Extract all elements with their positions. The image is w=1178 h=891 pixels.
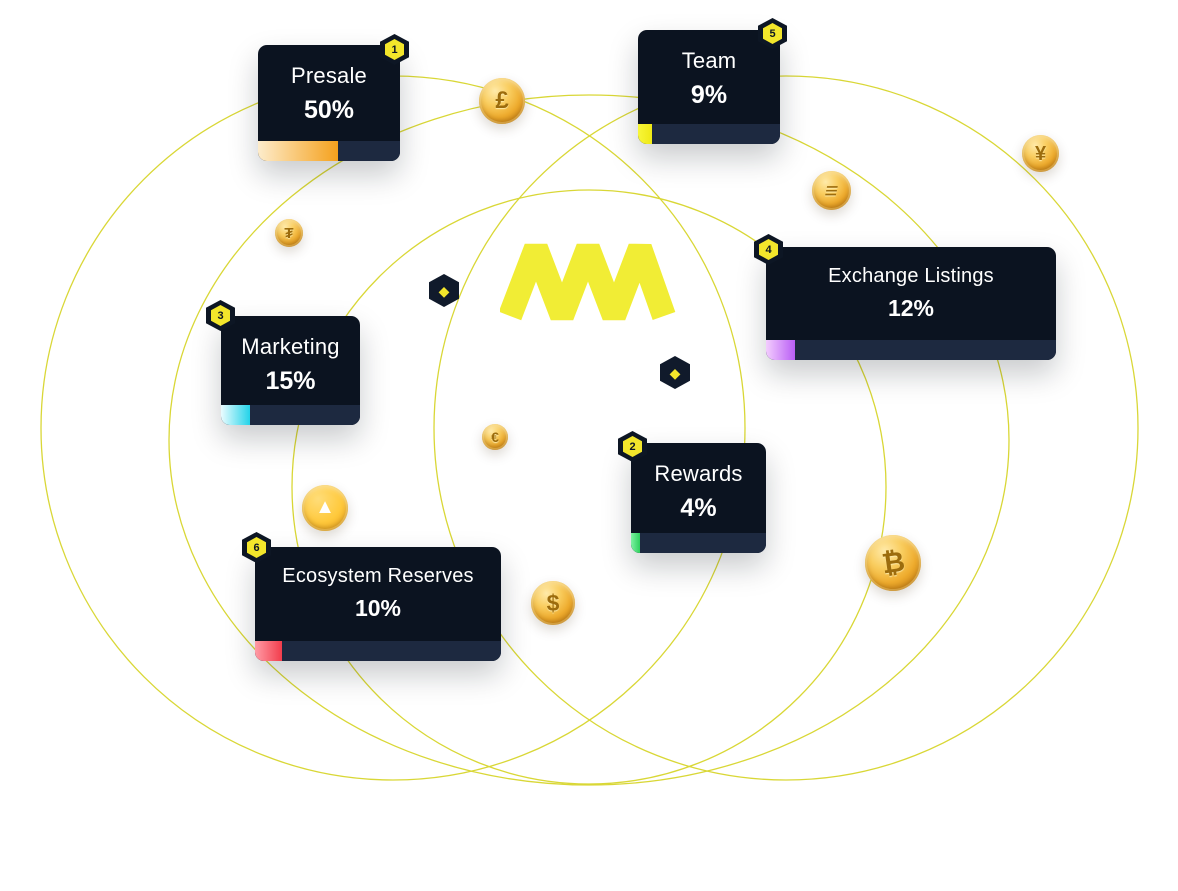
allocation-progress-fill — [258, 141, 338, 161]
allocation-progress-track — [258, 141, 400, 161]
bnb-diamond-icon: ◆ — [660, 356, 690, 389]
allocation-card-team: 5 Team 9% — [638, 18, 787, 144]
allocation-card-presale: 1 Presale 50% — [258, 34, 409, 161]
allocation-label: Marketing — [241, 334, 340, 359]
allocation-progress-track — [255, 641, 501, 661]
badge-number: 1 — [385, 39, 404, 60]
allocation-progress-fill — [766, 340, 795, 360]
allocation-progress-track — [221, 405, 360, 425]
card-body: Presale 50% — [258, 45, 400, 161]
allocation-label: Exchange Listings — [828, 265, 994, 287]
euro-symbol: € — [491, 429, 499, 445]
allocation-label: Ecosystem Reserves — [282, 565, 474, 587]
bnb-diamond-icon: ◆ — [429, 274, 459, 307]
bitcoin-symbol: ₿ — [879, 545, 907, 580]
pound-coin: £ — [479, 78, 525, 124]
yen-coin: ¥ — [1022, 135, 1059, 172]
dollar-symbol: $ — [546, 589, 560, 616]
allocation-card-rewards: 2 Rewards 4% — [618, 431, 766, 553]
allocation-progress-fill — [221, 405, 251, 425]
allocation-percent: 9% — [690, 81, 728, 109]
allocation-percent: 15% — [265, 367, 316, 395]
allocation-progress-fill — [255, 641, 283, 661]
solana-coin: ≡ — [812, 171, 851, 210]
card-body: Marketing 15% — [221, 316, 360, 425]
allocation-card-exchange-listings: 4 Exchange Listings 12% — [754, 234, 1056, 360]
avalanche-coin: ▲ — [302, 485, 348, 531]
dollar-coin: $ — [531, 581, 575, 625]
avalanche-symbol: ▲ — [315, 496, 335, 518]
allocation-progress-track — [631, 533, 766, 553]
allocation-label: Team — [681, 48, 737, 73]
card-body: Exchange Listings 12% — [766, 247, 1056, 360]
allocation-progress-track — [766, 340, 1056, 360]
badge-number: 4 — [759, 239, 778, 260]
allocation-percent: 4% — [680, 494, 717, 522]
badge-number: 5 — [763, 23, 782, 44]
card-body: Rewards 4% — [631, 443, 766, 553]
brand-m-logo — [500, 243, 676, 321]
badge-hexagon-1: 1 — [380, 34, 409, 65]
allocation-percent: 50% — [303, 96, 355, 124]
allocation-progress-fill — [631, 533, 641, 553]
solana-symbol: ≡ — [822, 177, 841, 203]
euro-coin: € — [482, 424, 508, 450]
allocation-card-ecosystem-reserves: 6 Ecosystem Reserves 10% — [242, 532, 501, 661]
allocation-progress-fill — [638, 124, 653, 144]
tether-symbol: ₮ — [284, 224, 294, 242]
allocation-percent: 12% — [887, 295, 935, 321]
card-body: Ecosystem Reserves 10% — [255, 547, 501, 661]
pound-symbol: £ — [495, 87, 509, 114]
badge-hexagon-6: 6 — [242, 532, 271, 563]
badge-number: 2 — [623, 436, 642, 457]
card-body: Team 9% — [638, 30, 780, 144]
yen-symbol: ¥ — [1034, 142, 1047, 165]
allocation-label: Rewards — [654, 461, 743, 486]
diamond-glyph: ◆ — [669, 364, 681, 381]
allocation-label: Presale — [291, 63, 367, 88]
bitcoin-coin: ₿ — [865, 535, 921, 591]
allocation-progress-track — [638, 124, 780, 144]
badge-number: 3 — [211, 305, 230, 326]
badge-number: 6 — [247, 537, 266, 558]
tether-coin: ₮ — [275, 219, 303, 247]
allocation-card-marketing: 3 Marketing 15% — [206, 300, 360, 425]
diamond-glyph: ◆ — [438, 282, 450, 299]
allocation-percent: 10% — [354, 595, 402, 621]
